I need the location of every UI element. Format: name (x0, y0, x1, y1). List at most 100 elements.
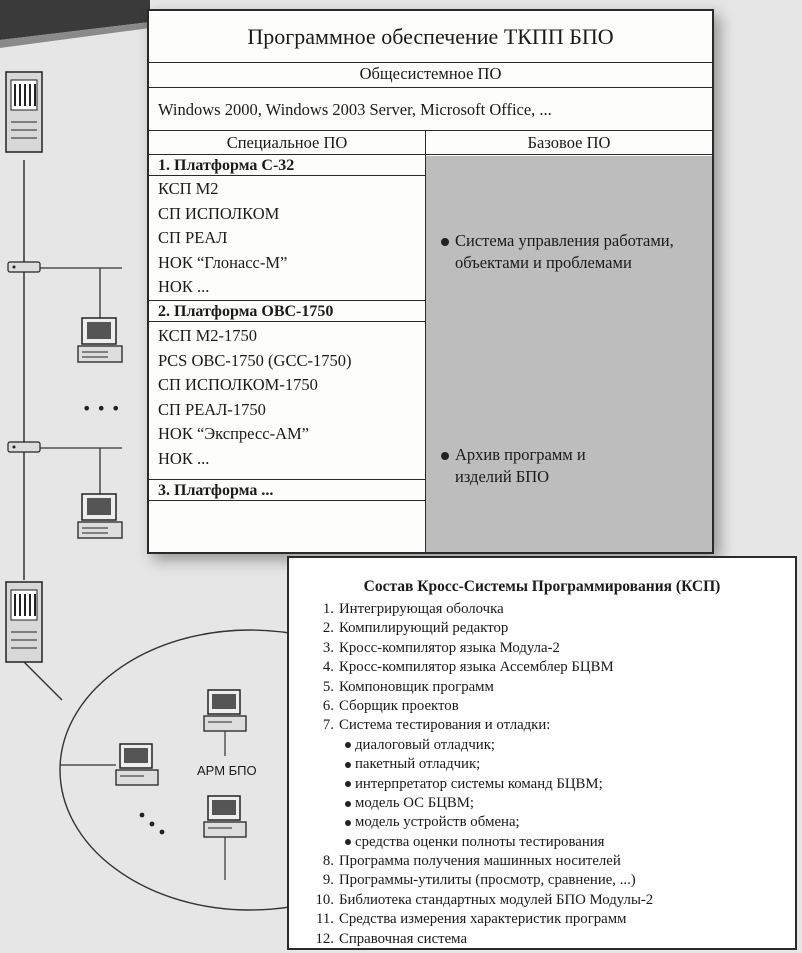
ksp-list: 1. Интегрирующая оболочка 2. Компилирующий … (299, 600, 789, 949)
server-icon (5, 581, 43, 663)
ksp-item-number: 4. (322, 659, 334, 676)
ksp-subitem: пакетный отладчик; (299, 755, 789, 774)
ksp-item-text: Программа получения машинных носителей (339, 853, 621, 870)
ksp-item-number: 6. (322, 697, 334, 714)
ksp-item: 11. Средства измерения характеристик прог… (299, 910, 789, 929)
ksp-item-text: модель устройств обмена; (355, 814, 520, 831)
ksp-item-number: 2. (322, 620, 334, 637)
bullet-icon (345, 839, 351, 846)
base-software-header: Базовое ПО (527, 133, 611, 152)
ksp-item-number: 1. (322, 601, 334, 617)
ksp-item-number: 7. (322, 717, 334, 734)
workstation-label: АРМ БПО (197, 763, 257, 778)
network-ellipsis: • • • (82, 399, 120, 418)
base-software-area (426, 156, 712, 552)
platform-title: 2. Платформа ОВС-1750 (149, 300, 425, 322)
platform-item: СП РЕАЛ-1750 (158, 399, 266, 419)
ring-ellipsis-dot (159, 829, 165, 835)
ksp-item: 7. Система тестирования и отладки: (299, 716, 789, 735)
ksp-item-text: пакетный отладчик; (355, 756, 481, 773)
platform-title: 3. Платформа ... (149, 479, 425, 501)
ksp-item-text: Кросс-компилятор языка Модула-2 (339, 639, 560, 656)
bullet-icon (441, 452, 449, 460)
ring-ellipsis-dot (139, 812, 145, 818)
system-software-header: Общесистемное ПО (359, 64, 502, 83)
software-table: Программное обеспечение ТКПП БПО Общесис… (147, 9, 714, 554)
ksp-subitem: интерпретатор системы команд БЦВМ; (299, 775, 789, 794)
ksp-title: Состав Кросс-Системы Программирования (К… (363, 578, 721, 595)
corner-decoration (0, 0, 150, 40)
platform-title: 1. Платформа С-32 (149, 154, 425, 176)
network-hub-icon (7, 261, 41, 273)
ksp-item-text: средства оценки полноты тестирования (355, 833, 605, 850)
network-hub-icon (7, 441, 41, 453)
ksp-item-number: 11. (316, 911, 334, 928)
table-title: Программное обеспечение ТКПП БПО (247, 24, 614, 49)
platform-item: НОК “Экспресс-АМ” (158, 424, 309, 443)
ksp-item-number: 8. (322, 853, 334, 870)
bullet-icon (345, 819, 351, 826)
ksp-item-text: Средства измерения характеристик програм… (339, 911, 627, 928)
ksp-subitem: модель устройств обмена; (299, 813, 789, 832)
ksp-item: 2. Компилирующий редактор (299, 619, 789, 638)
ksp-item-text: Программы-утилиты (просмотр, сравнение, … (339, 872, 636, 889)
platform-item: СП ИСПОЛКОМ-1750 (158, 375, 318, 394)
ksp-item: 3. Кросс-компилятор языка Модула-2 (299, 639, 789, 658)
server-icon (5, 71, 43, 153)
ring-ellipsis-dot (149, 821, 155, 827)
ksp-item-number: 10. (315, 891, 335, 908)
ksp-item: 6. Сборщик проектов (299, 697, 789, 716)
base-item: Архив программ и изделий БПО (441, 444, 615, 488)
ksp-item: 4. Кросс-компилятор языка Ассемблер БЦВМ (299, 658, 789, 677)
bullet-icon (345, 800, 351, 807)
ksp-item: 10.Библиотека стандартных модулей БПО Мо… (299, 891, 789, 910)
ksp-item-text: Библиотека стандартных модулей БПО Модул… (339, 891, 654, 908)
ksp-item-text: Кросс-компилятор языка Ассемблер БЦВМ (339, 659, 614, 676)
platform-item: СП ИСПОЛКОМ (158, 203, 280, 223)
bullet-icon (345, 761, 351, 768)
ksp-item-text: Система тестирования и отладки: (339, 717, 551, 734)
ksp-item-number: 9. (322, 872, 334, 889)
system-software-list: Windows 2000, Windows 2003 Server, Micro… (158, 100, 552, 119)
ksp-item-number: 5. (322, 678, 334, 695)
ksp-item-text: модель ОС БЦВМ; (355, 794, 475, 811)
workstation-icon (203, 689, 247, 732)
platform-item: НОК ... (158, 448, 210, 468)
workstation-icon (77, 493, 123, 539)
ksp-item: 9. Программы-утилиты (просмотр, сравнение… (299, 871, 789, 890)
platform-item: КСП М2 (158, 179, 219, 198)
base-item: Система управления работами, объектами и… (441, 230, 705, 274)
ksp-item: 5. Компоновщик программ (299, 678, 789, 697)
ksp-subitem: диалоговый отладчик; (299, 736, 789, 755)
workstation-icon (203, 795, 247, 838)
ksp-item: 12.Справочная система (299, 930, 789, 949)
ksp-item-text: диалоговый отладчик; (355, 736, 496, 753)
ksp-item-text: Интегрирующая оболочка (339, 601, 504, 617)
platform-item: КСП М2-1750 (158, 326, 258, 345)
ksp-item: 8. Программа получения машинных носителей (299, 852, 789, 871)
ksp-item-text: интерпретатор системы команд БЦВМ; (355, 775, 603, 792)
ksp-item-text: Компилирующий редактор (339, 620, 509, 637)
ksp-panel: Состав Кросс-Системы Программирования (К… (287, 556, 797, 950)
workstation-icon (77, 317, 123, 363)
platform-item: СП РЕАЛ (158, 228, 228, 247)
platform-item: НОК ... (158, 277, 210, 296)
platform-item: НОК “Глонасс-М” (158, 252, 288, 272)
ksp-subitem: средства оценки полноты тестирования (299, 833, 789, 852)
platform-item: PCS OBC-1750 (GCC-1750) (158, 350, 352, 370)
ksp-item-number: 12. (315, 930, 335, 947)
base-item-text: Система управления работами, объектами и… (455, 231, 674, 272)
ksp-subitem: модель ОС БЦВМ; (299, 794, 789, 813)
platform-items: КСП М2 СП ИСПОЛКОМ СП РЕАЛ НОК “Глонасс-… (158, 177, 423, 300)
platform-items: КСП М2-1750 PCS OBC-1750 (GCC-1750) СП И… (158, 324, 423, 471)
bullet-icon (345, 742, 351, 749)
bullet-icon (345, 781, 351, 788)
ksp-item-text: Справочная система (339, 930, 468, 947)
ksp-item-text: Сборщик проектов (339, 697, 459, 714)
ksp-item-text: Компоновщик программ (339, 678, 494, 695)
workstation-icon (115, 743, 159, 786)
ksp-item-number: 3. (322, 639, 334, 656)
special-software-header: Специальное ПО (226, 133, 348, 152)
base-item-text: Архив программ и изделий БПО (455, 445, 586, 486)
